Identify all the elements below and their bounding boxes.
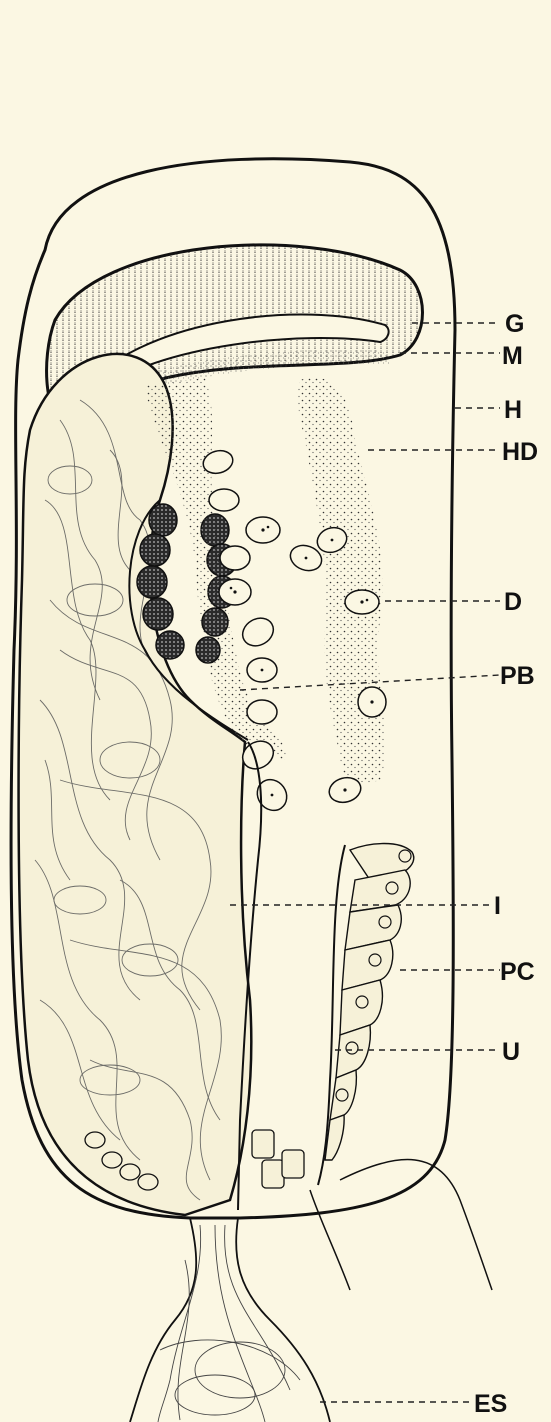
label-PC: PC (500, 958, 535, 986)
label-ES: ES (474, 1390, 507, 1418)
right-wall (298, 378, 385, 791)
thread-1 (340, 1160, 492, 1290)
stalk-fibers (158, 1225, 300, 1422)
label-M: M (502, 342, 523, 370)
label-H: H (504, 396, 522, 424)
label-I: I (494, 892, 501, 920)
label-D: D (504, 588, 522, 616)
stalk (130, 1218, 196, 1422)
thread-2 (310, 1190, 350, 1290)
label-U: U (502, 1038, 520, 1066)
sac (19, 354, 252, 1215)
label-PB: PB (500, 662, 535, 690)
label-HD: HD (502, 438, 538, 466)
pc-cells (325, 844, 414, 1161)
stalk-right (236, 1218, 330, 1422)
label-G: G (505, 310, 524, 338)
